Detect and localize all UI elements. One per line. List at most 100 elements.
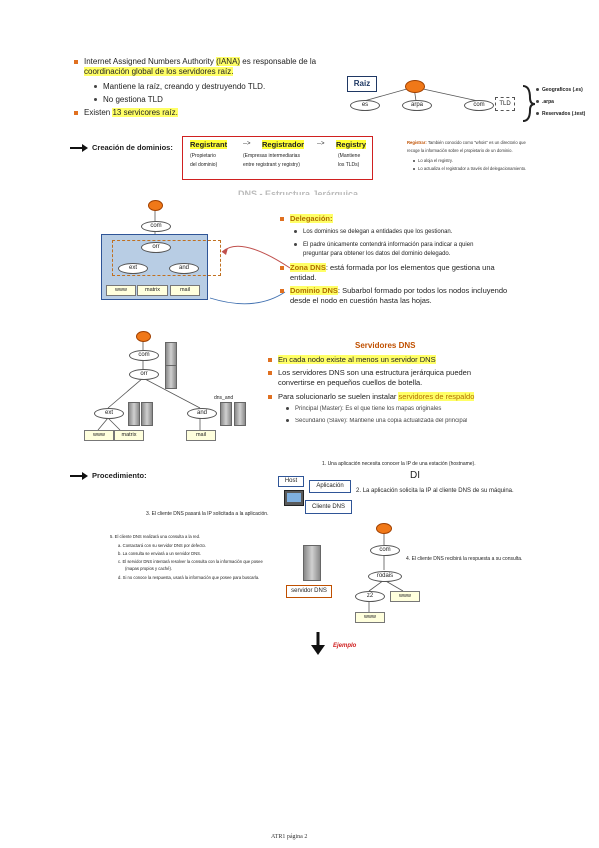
step-3: 3. El cliente DNS pasará la IP solicitad… <box>146 511 268 517</box>
computer-icon <box>284 490 304 506</box>
iana-line2: coordinación global de los servidores ra… <box>84 67 234 76</box>
delegacion-b1: Los dominios se delegan a entidades que … <box>294 229 452 235</box>
step-5: 5. El cliente DNS realizará una consulta… <box>110 534 200 539</box>
dominio-dns-line2: desde el nodo en cuestión hasta las hoja… <box>290 296 432 305</box>
srv-node-com: com <box>129 350 159 361</box>
deleg-leaf-matrix: matrix <box>137 285 168 296</box>
proc-node-rodais: rodais <box>368 571 402 582</box>
tld-type-arpa: .arpa <box>536 99 554 105</box>
tld-type-geo: Geograficos (.es) <box>536 87 583 93</box>
deleg-node-orr: orr <box>141 242 171 253</box>
proc-root-node <box>376 523 392 534</box>
zona-dns-line2: entidad. <box>290 273 317 282</box>
root-servers-count: 13 servicores raíz. <box>112 108 178 117</box>
step-5-c2: (mapas propios y caché). <box>125 566 173 571</box>
proc-node-z2: z2 <box>355 591 385 602</box>
servidores-b3: Para solucionarlo se suelen instalar ser… <box>268 392 475 401</box>
server-icon <box>141 402 153 426</box>
step-5-a-letter: a. <box>118 543 122 548</box>
deleg-node-and: and <box>169 263 199 274</box>
raiz-node-com: com <box>464 100 494 111</box>
step-5-d-letter: d. <box>118 575 122 580</box>
step-3-text: El cliente DNS pasará la IP solicitada a… <box>151 511 269 517</box>
registrador-sub-2: entre registrant y registry) <box>243 162 300 168</box>
iana-sub1-text: Mantiene la raíz, creando y destruyendo … <box>103 82 266 91</box>
tld-type-reserved: Reservados (.test) <box>536 111 585 117</box>
aplicacion-box: Aplicación <box>309 480 351 493</box>
step-2: 2. La aplicación solicita la IP al clien… <box>356 488 514 494</box>
registrar-note-text: También conocido como "whois" es un dire… <box>427 140 526 145</box>
servidores-sub2-text: Secundario (Slave): Mantiene una copia a… <box>295 418 468 424</box>
delegacion-b2-text: El padre únicamente contendrá informació… <box>303 242 474 248</box>
step-2-text: La aplicación solicita la IP al cliente … <box>362 488 514 494</box>
registry-label: Registry <box>336 140 367 149</box>
zona-dns-text: : está formada por los elementos que ges… <box>325 263 495 272</box>
step-5-c-text: El servidor DNS intentará resolver la co… <box>122 559 263 564</box>
registry-sub-1: (Mantiene <box>338 153 361 159</box>
srv-leaf-matrix: matrix <box>114 430 144 441</box>
dns-server-icon <box>303 545 321 581</box>
srv-node-ext: ext <box>94 408 124 419</box>
server-icon <box>165 342 177 366</box>
delegacion-b2b: preguntar para obtener los datos del dom… <box>303 251 451 257</box>
servidores-b2: Los servidores DNS son una estructura je… <box>268 368 471 377</box>
tld-type-reserved-text: Reservados (.test) <box>542 111 586 117</box>
registrant-sub-1: (Propietario <box>190 153 216 159</box>
step-5-d: d. Si no conoce la respuesta, usará la i… <box>118 575 259 580</box>
deleg-root-node <box>148 200 163 211</box>
step-5-a-text: Contactará con su servidor DNS por defec… <box>122 543 206 548</box>
step-3-num: 3. <box>146 511 151 517</box>
raiz-box: Raiz <box>347 76 377 92</box>
tld-box: TLD <box>495 97 515 111</box>
deleg-node-com: com <box>141 221 171 232</box>
registrar-note-b2-text: Lo actualiza el registrador a través del… <box>418 166 527 171</box>
step-4-text: El cliente DNS recibirá la respuesta a s… <box>411 556 523 562</box>
dns-and-label: dns_and <box>214 395 234 401</box>
server-icon <box>165 365 177 389</box>
delegacion-b2: El padre únicamente contendrá informació… <box>294 242 473 248</box>
iana-text: Internet Assigned Numbers Authority <box>84 57 217 66</box>
deleg-leaf-www: www <box>106 285 136 296</box>
zone-box <box>112 240 221 276</box>
tld-type-geo-text: Geograficos (.es) <box>542 87 583 93</box>
registrar-note-b2: Lo actualiza el registrador a través del… <box>413 166 526 171</box>
step-1: 1. Una aplicación necesita conocer la IP… <box>322 461 476 467</box>
iana-text-post: es responsable de la <box>240 57 317 66</box>
raiz-node-es: es <box>350 100 380 111</box>
servidores-title: Servidores DNS <box>355 341 416 350</box>
tld-type-arpa-text: .arpa <box>542 99 554 105</box>
step-5-title: El cliente DNS realizará una consulta a … <box>114 534 201 539</box>
servidores-sub1: Principal (Master): Es el que tiene los … <box>286 406 441 412</box>
deleg-node-ext: ext <box>118 263 148 274</box>
step-5-c: c. El servidor DNS intentará resolver la… <box>118 559 263 564</box>
iana-sub1: Mantiene la raíz, creando y destruyendo … <box>94 82 265 91</box>
step-5-b-text: La consulta se enviará a un servidor DNS… <box>122 551 202 556</box>
step-1-text: Una aplicación necesita conocer la IP de… <box>327 461 476 467</box>
zona-dns-term: Zona DNS <box>290 263 326 272</box>
servidores-b1-text: En cada nodo existe al menos un servidor… <box>278 355 436 364</box>
iana-acronym: (IANA) <box>216 57 241 66</box>
registrant-label: Registrant <box>190 140 228 149</box>
servidores-b2b: convertirse en pequeños cuellos de botel… <box>278 378 423 387</box>
page-footer: ATR1 página 2 <box>271 834 308 840</box>
raiz-node-arpa: arpa <box>402 100 432 111</box>
proc-node-com: com <box>370 545 400 556</box>
server-icon <box>220 402 232 426</box>
step-4: 4. El cliente DNS recibirá la respuesta … <box>406 556 522 562</box>
servidores-sub1-text: Principal (Master): Es el que tiene los … <box>295 406 442 412</box>
registrar-note-title: Registrar: <box>407 140 427 145</box>
srv-leaf-mail: mail <box>186 430 216 441</box>
cliente-dns-box: Cliente DNS <box>305 500 352 514</box>
creacion-box <box>182 136 373 180</box>
step-5-b-letter: b. <box>118 551 122 556</box>
srv-leaf-www: www <box>84 430 114 441</box>
step-5-d-text: Si no conoce la respuesta, usará la info… <box>122 575 260 580</box>
registrador-sub-1: (Empresas intermediarias <box>243 153 300 159</box>
root-servers-text: Existen <box>84 108 113 117</box>
step-1-num: 1. <box>322 461 327 467</box>
ejemplo-link[interactable]: Ejemplo <box>333 643 357 649</box>
srv-node-and: and <box>187 408 217 419</box>
step-5-a: a. Contactará con su servidor DNS por de… <box>118 543 206 548</box>
registrador-label: Registrador <box>262 140 305 149</box>
faded-title: DNS - Estructura Jerárquica <box>238 189 359 195</box>
